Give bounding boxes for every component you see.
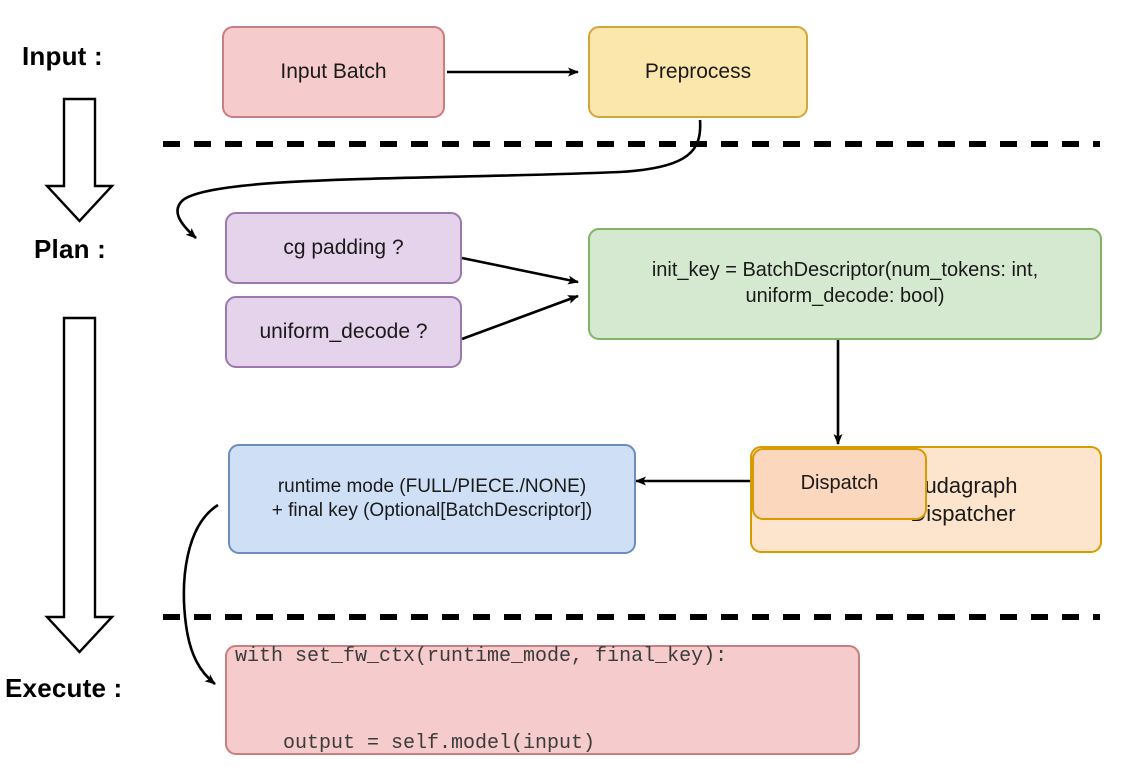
node-init-key-line1: init_key = BatchDescriptor(num_tokens: i…	[651, 259, 1039, 282]
node-cg-padding[interactable]: cg padding ?	[225, 212, 462, 284]
node-runtime-mode[interactable]: runtime mode (FULL/PIECE./NONE) + final …	[228, 444, 636, 554]
node-runtime-mode-line1: runtime mode (FULL/PIECE./NONE)	[277, 475, 587, 497]
node-init-key[interactable]: init_key = BatchDescriptor(num_tokens: i…	[588, 228, 1102, 340]
stage-label-input: Input :	[22, 41, 103, 71]
node-execute-code-line1: with set_fw_ctx(runtime_mode, final_key)…	[235, 645, 728, 668]
runtime-mode-to-code	[182, 503, 219, 686]
node-dispatch-label: Dispatch	[800, 472, 879, 495]
node-cudagraph-dispatcher-line2: Dispatcher	[910, 500, 1016, 526]
stage-label-execute: Execute :	[5, 673, 123, 703]
node-input-batch-label: Input Batch	[280, 59, 387, 83]
node-runtime-mode-line2: + final key (Optional[BatchDescriptor])	[271, 500, 593, 521]
input-to-plan-block-arrow	[44, 97, 115, 223]
node-execute-code[interactable]: with set_fw_ctx(runtime_mode, final_key)…	[225, 645, 860, 755]
node-input-batch[interactable]: Input Batch	[222, 26, 445, 118]
node-cg-padding-label: cg padding ?	[283, 235, 404, 259]
node-execute-code-line2: output = self.model(input)	[235, 732, 596, 755]
plan-to-execute-block-arrow	[44, 316, 115, 654]
cg-padding-to-init-key	[461, 256, 579, 285]
stage-label-plan: Plan :	[34, 234, 106, 264]
node-uniform-decode-label: uniform_decode ?	[259, 319, 428, 343]
node-uniform-decode[interactable]: uniform_decode ?	[225, 296, 462, 368]
node-preprocess[interactable]: Preprocess	[588, 26, 808, 118]
node-init-key-line2: uniform_decode: bool)	[745, 285, 945, 307]
uniform-decode-to-init-key	[461, 294, 579, 341]
node-preprocess-label: Preprocess	[644, 59, 752, 83]
node-dispatch[interactable]: Dispatch	[752, 448, 927, 520]
